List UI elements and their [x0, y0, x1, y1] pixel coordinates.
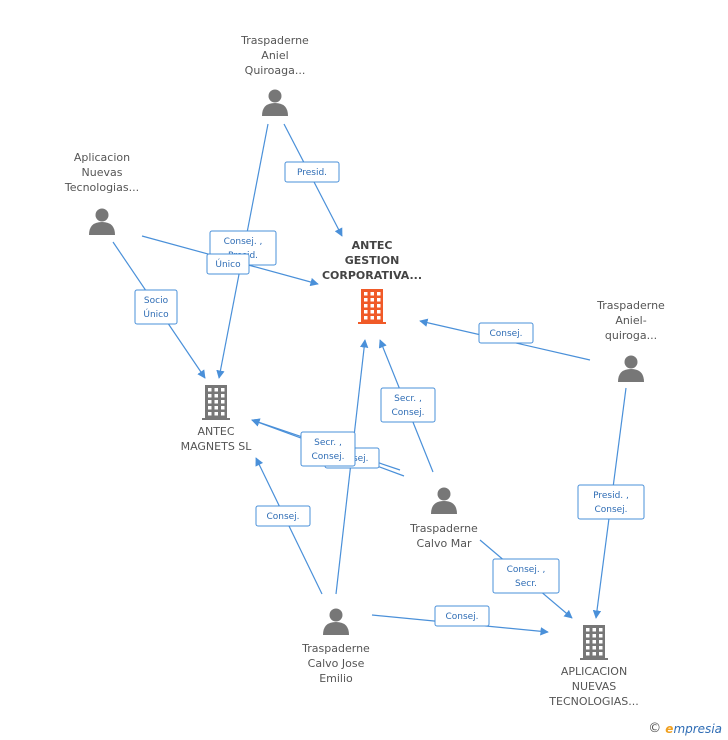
edge-label-box — [380, 387, 436, 423]
node-aplicacion_co[interactable]: APLICACION NUEVAS TECNOLOGIAS... — [548, 625, 639, 708]
edge-label-box — [434, 605, 490, 627]
edge-label-box — [577, 484, 645, 520]
node-trasp_aniel_q2[interactable]: TraspaderneAniel-quiroga... — [596, 299, 665, 382]
node-label: Quiroaga... — [245, 64, 306, 77]
edge-label-box — [206, 253, 250, 275]
building-icon — [580, 625, 608, 660]
node-label: CORPORATIVA... — [322, 269, 422, 282]
edge-label-box — [284, 161, 340, 183]
edge-labels-layer: Presid.Consej. ,Presid.ÚnicoSocioÚnicoCo… — [134, 161, 645, 627]
footer: © empresia — [648, 721, 722, 736]
node-label: Aniel- — [615, 314, 646, 327]
edge-label-trasp_aniel_q1-antec_gestion[interactable]: Presid. — [284, 161, 340, 183]
node-label: Traspaderne — [240, 34, 309, 47]
node-trasp_aniel_q1[interactable]: TraspaderneAnielQuiroaga... — [240, 34, 309, 116]
person-icon — [618, 355, 644, 382]
node-label: APLICACION — [561, 665, 627, 678]
copyright-symbol: © — [648, 721, 662, 736]
edge-label-text: Presid. — [297, 168, 327, 178]
node-label: quiroga... — [605, 329, 657, 342]
person-icon — [262, 89, 288, 116]
node-aplicacion_p[interactable]: AplicacionNuevasTecnologias... — [64, 151, 139, 235]
edge-label-text: Consej. — [489, 329, 522, 339]
person-icon — [431, 487, 457, 514]
edge-label-box — [300, 431, 356, 467]
node-label: Traspaderne — [409, 522, 478, 535]
building-icon — [358, 289, 386, 324]
node-antec_magnets[interactable]: ANTEC MAGNETS SL — [181, 385, 253, 453]
edge-label-box — [255, 505, 311, 527]
node-label: Nuevas — [82, 166, 123, 179]
edge-label-text: Consej. — [594, 505, 627, 515]
edge-label-text: Consej. — [311, 452, 344, 462]
edge-label-aplicacion_p-antec_gestion[interactable]: Único — [206, 253, 250, 275]
node-label: TECNOLOGIAS... — [548, 695, 638, 708]
edge-label-text: Secr. — [515, 579, 537, 589]
node-label: Emilio — [319, 672, 353, 685]
node-label: NUEVAS — [572, 680, 617, 693]
edge-label-trasp_calvo_jose-antec_magnets[interactable]: Secr. , Consej. — [300, 431, 356, 467]
node-label: Calvo Jose — [308, 657, 365, 670]
edge-label-text: Consej. , — [507, 565, 546, 575]
edge-label-text: Consej. — [445, 612, 478, 622]
brand-logo[interactable]: empresia — [665, 722, 722, 736]
edge-label-text: Consej. — [266, 512, 299, 522]
nodes-layer: ANTEC GESTION CORPORATIVA... ANTEC MAGNETS S… — [64, 34, 665, 708]
edge-label-trasp_calvo_mar-aplicacion_co[interactable]: Consej. , Secr. — [492, 558, 560, 594]
node-label: MAGNETS SL — [181, 440, 253, 453]
edge-label-trasp_calvo_jose-antec_magnets[interactable]: Consej. — [255, 505, 311, 527]
edge-label-trasp_calvo_jose-aplicacion_co[interactable]: Consej. — [434, 605, 490, 627]
edge-label-text: Consej. , — [224, 237, 263, 247]
edge-label-text: Socio — [144, 296, 169, 306]
node-label: Calvo Mar — [417, 537, 472, 550]
edge-label-text: Único — [143, 308, 169, 320]
node-label: GESTION — [345, 254, 400, 267]
edge-label-text: Consej. — [391, 408, 424, 418]
edge-label-text: Único — [215, 258, 241, 270]
person-icon — [323, 608, 349, 635]
edge-label-box — [492, 558, 560, 594]
edge-label-trasp_calvo_mar-antec_gestion[interactable]: Secr. , Consej. — [380, 387, 436, 423]
brand-logo-text: mpresia — [673, 721, 722, 736]
edge-label-trasp_aniel_q2-aplicacion_co[interactable]: Presid. , Consej. — [577, 484, 645, 520]
edge-label-text: Presid. , — [593, 491, 629, 501]
node-label: Tecnologias... — [64, 181, 139, 194]
person-icon — [89, 208, 115, 235]
edge-label-trasp_aniel_q2-antec_gestion[interactable]: Consej. — [478, 322, 534, 344]
node-label: Traspaderne — [596, 299, 665, 312]
brand-logo-e: e — [665, 721, 674, 736]
node-label: Aniel — [261, 49, 288, 62]
edge-label-text: Secr. , — [314, 438, 342, 448]
edge-label-text: Secr. , — [394, 394, 422, 404]
node-antec_gestion[interactable]: ANTEC GESTION CORPORATIVA... — [322, 239, 422, 324]
node-label: ANTEC — [197, 425, 234, 438]
edges-layer — [112, 123, 627, 636]
node-label: Aplicacion — [74, 151, 130, 164]
edge-label-box — [134, 289, 178, 325]
node-label: ANTEC — [352, 239, 393, 252]
building-icon — [202, 385, 230, 420]
edge-label-box — [478, 322, 534, 344]
node-label: Traspaderne — [301, 642, 370, 655]
